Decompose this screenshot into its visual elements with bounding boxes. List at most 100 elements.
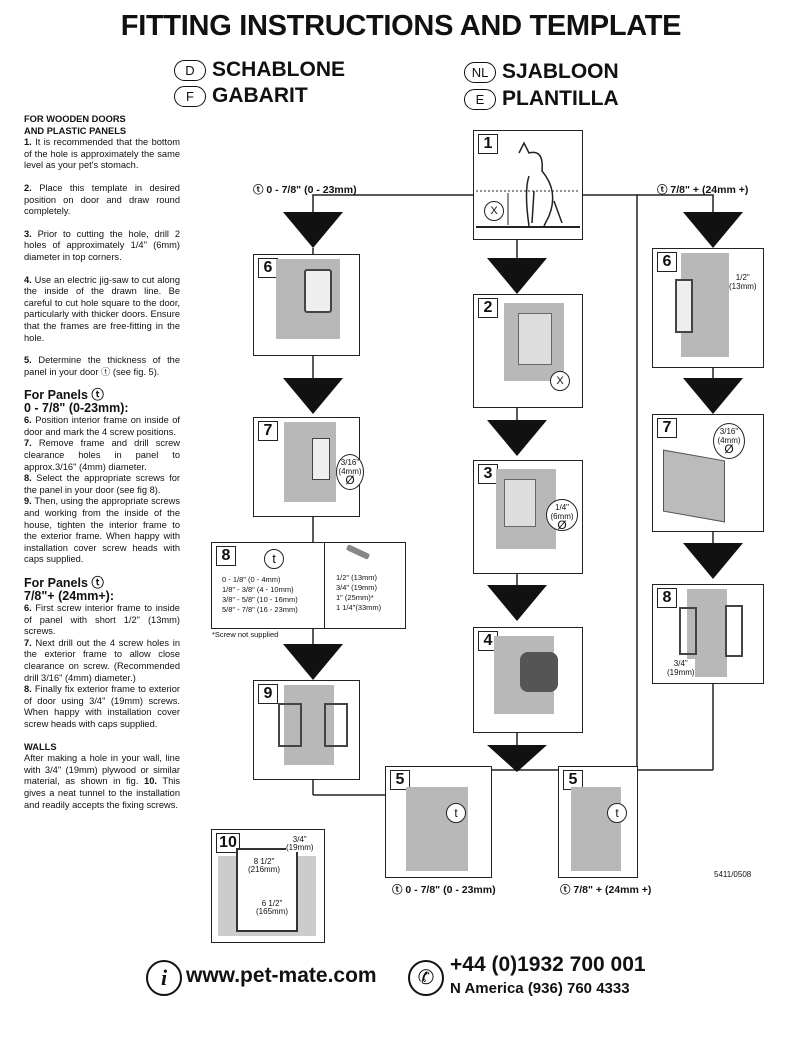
figure-5-right: 5 t <box>558 766 638 878</box>
thickness-list: 0 - 1/8" (0 - 4mm) 1/8" - 3/8" (4 - 10mm… <box>222 575 298 614</box>
arrow-icon <box>487 258 547 294</box>
step-4: 4. Use an electric jig-saw to cut along … <box>24 274 180 343</box>
figure-2: 2 X <box>473 294 583 408</box>
language-text: PLANTILLA <box>502 87 619 110</box>
language-text: SCHABLONE <box>212 58 346 81</box>
arrow-icon <box>683 543 743 579</box>
step-8b: 8. Finally fix exterior frame to exterio… <box>24 684 180 729</box>
figure-10: 10 3/4"(19mm) 8 1/2"(216mm) 6 1/2"(165mm… <box>211 829 325 943</box>
step-3: 3. Prior to cutting the hole, drill 2 ho… <box>24 228 180 262</box>
dimension-label: 6 1/2"(165mm) <box>256 899 289 916</box>
x-marker: X <box>484 201 504 221</box>
language-code: E <box>464 88 496 110</box>
screw-note: *Screw not supplied <box>212 630 279 639</box>
phone-number-na[interactable]: N America (936) 760 4333 <box>450 980 630 997</box>
cat-illustration <box>476 141 580 228</box>
section-heading: 0 - 7/8" (0-23mm): <box>24 401 129 416</box>
x-marker: X <box>550 371 570 391</box>
language-code: D <box>174 59 206 81</box>
arrow-icon <box>683 212 743 248</box>
instructions-column: FOR WOODEN DOORS AND PLASTIC PANELS 1. I… <box>24 114 180 811</box>
arrow-icon <box>283 212 343 248</box>
dimension-label: 8 1/2"(216mm) <box>248 857 281 874</box>
step-9: 9. Then, using the appropriate screws an… <box>24 496 181 565</box>
thickness-icon: t <box>446 803 466 823</box>
step-5: 5. Determine the thickness of the panel … <box>24 355 180 377</box>
page-title: FITTING INSTRUCTIONS AND TEMPLATE <box>120 10 682 42</box>
figure-6-right: 6 1/2"(13mm) <box>652 248 764 368</box>
section-heading: For Panels ⓣ <box>24 576 104 590</box>
interior-frame <box>278 703 302 747</box>
exterior-frame <box>324 703 348 747</box>
step-6b: 6. First screw interior frame to inside … <box>24 603 180 637</box>
thickness-icon: t <box>264 549 284 569</box>
dimension-label: 1/2"(13mm) <box>729 273 757 291</box>
language-text: GABARIT <box>212 84 308 107</box>
figure-6-left: 6 <box>253 254 360 356</box>
section-heading: FOR WOODEN DOORS <box>24 114 126 124</box>
dimension-label: 3/4"(19mm) <box>667 659 695 677</box>
door-panel <box>406 787 468 871</box>
thickness-icon: t <box>607 803 627 823</box>
language-label-fr: F GABARIT <box>174 84 308 108</box>
arrow-icon <box>283 644 343 680</box>
screw-length-list: 1/2" (13mm) 3/4" (19mm) 1" (25mm)* 1 1/4… <box>336 573 382 612</box>
step-7: 7. Remove frame and drill screw clearanc… <box>24 438 180 472</box>
language-label-de: D SCHABLONE <box>174 58 345 82</box>
drill-size-badge: 1/4"(6mm)Ø <box>546 499 578 531</box>
info-icon: i <box>146 960 182 996</box>
figure-8-screw-table: 8 t 0 - 1/8" (0 - 4mm) 1/8" - 3/8" (4 - … <box>211 542 406 629</box>
section-heading: 7/8"+ (24mm+): <box>24 589 114 603</box>
interior-frame <box>679 607 697 655</box>
dimension-label: 3/4"(19mm) <box>286 835 314 852</box>
phone-icon: ✆ <box>408 960 444 996</box>
drill-size-badge: 3/16"(4mm)Ø <box>336 454 364 490</box>
screw-icon <box>345 544 371 560</box>
step-2: 2. Place this template in desired positi… <box>24 182 180 217</box>
left-branch-label: ⓣ 0 - 7/8" (0 - 23mm) <box>253 184 357 196</box>
figure-7-left: 7 3/16"(4mm)Ø <box>253 417 364 517</box>
language-label-nl: NL SJABLOON <box>464 60 619 84</box>
figure-5-left: 5 t <box>385 766 492 878</box>
hole-outline <box>504 479 536 527</box>
section-heading: AND PLASTIC PANELS <box>24 125 127 136</box>
figure-5-left-label: ⓣ 0 - 7/8" (0 - 23mm) <box>392 884 496 896</box>
arrow-icon <box>487 585 547 621</box>
language-label-es: E PLANTILLA <box>464 87 619 111</box>
figure-8-right: 8 3/4"(19mm) <box>652 584 764 684</box>
interior-frame <box>675 279 693 333</box>
walls-text: After making a hole in your wall, line w… <box>24 753 180 810</box>
arrow-icon <box>487 745 547 772</box>
figure-9: 9 <box>253 680 360 780</box>
hole-outline <box>518 313 552 365</box>
figure-5-right-label: ⓣ 7/8" + (24mm +) <box>560 884 652 896</box>
hole-outline <box>312 438 330 480</box>
door-panel <box>571 787 621 871</box>
drill-size-badge: 3/16"(4mm)Ø <box>713 423 745 459</box>
language-code: F <box>174 85 206 107</box>
step-6: 6. Position interior frame on inside of … <box>24 415 180 437</box>
website-link[interactable]: www.pet-mate.com <box>186 964 377 987</box>
arrow-icon <box>683 378 743 414</box>
wall-tunnel <box>236 848 298 932</box>
language-code: NL <box>464 61 496 83</box>
arrow-icon <box>487 420 547 456</box>
reference-code: 5411/0508 <box>714 870 752 879</box>
figure-4: 4 <box>473 627 583 733</box>
step-8: 8. Select the appropriate screws for the… <box>24 473 180 495</box>
figure-3: 3 1/4"(6mm)Ø <box>473 460 583 574</box>
figure-1: 1 X <box>473 130 583 240</box>
exterior-frame <box>725 605 743 657</box>
step-7b: 7. Next drill out the 4 screw holes in t… <box>24 637 180 683</box>
right-branch-label: ⓣ 7/8" + (24mm +) <box>657 184 749 196</box>
figure-7-right: 7 3/16"(4mm)Ø <box>652 414 764 532</box>
exterior-frame <box>663 449 725 523</box>
jigsaw-icon <box>520 652 558 692</box>
interior-frame <box>304 269 332 313</box>
step-1: 1. It is recommended that the bottom of … <box>24 137 180 171</box>
section-heading: For Panels ⓣ <box>24 388 104 403</box>
phone-number[interactable]: +44 (0)1932 700 001 <box>450 953 646 976</box>
arrow-icon <box>283 378 343 414</box>
section-heading: WALLS <box>24 741 57 752</box>
